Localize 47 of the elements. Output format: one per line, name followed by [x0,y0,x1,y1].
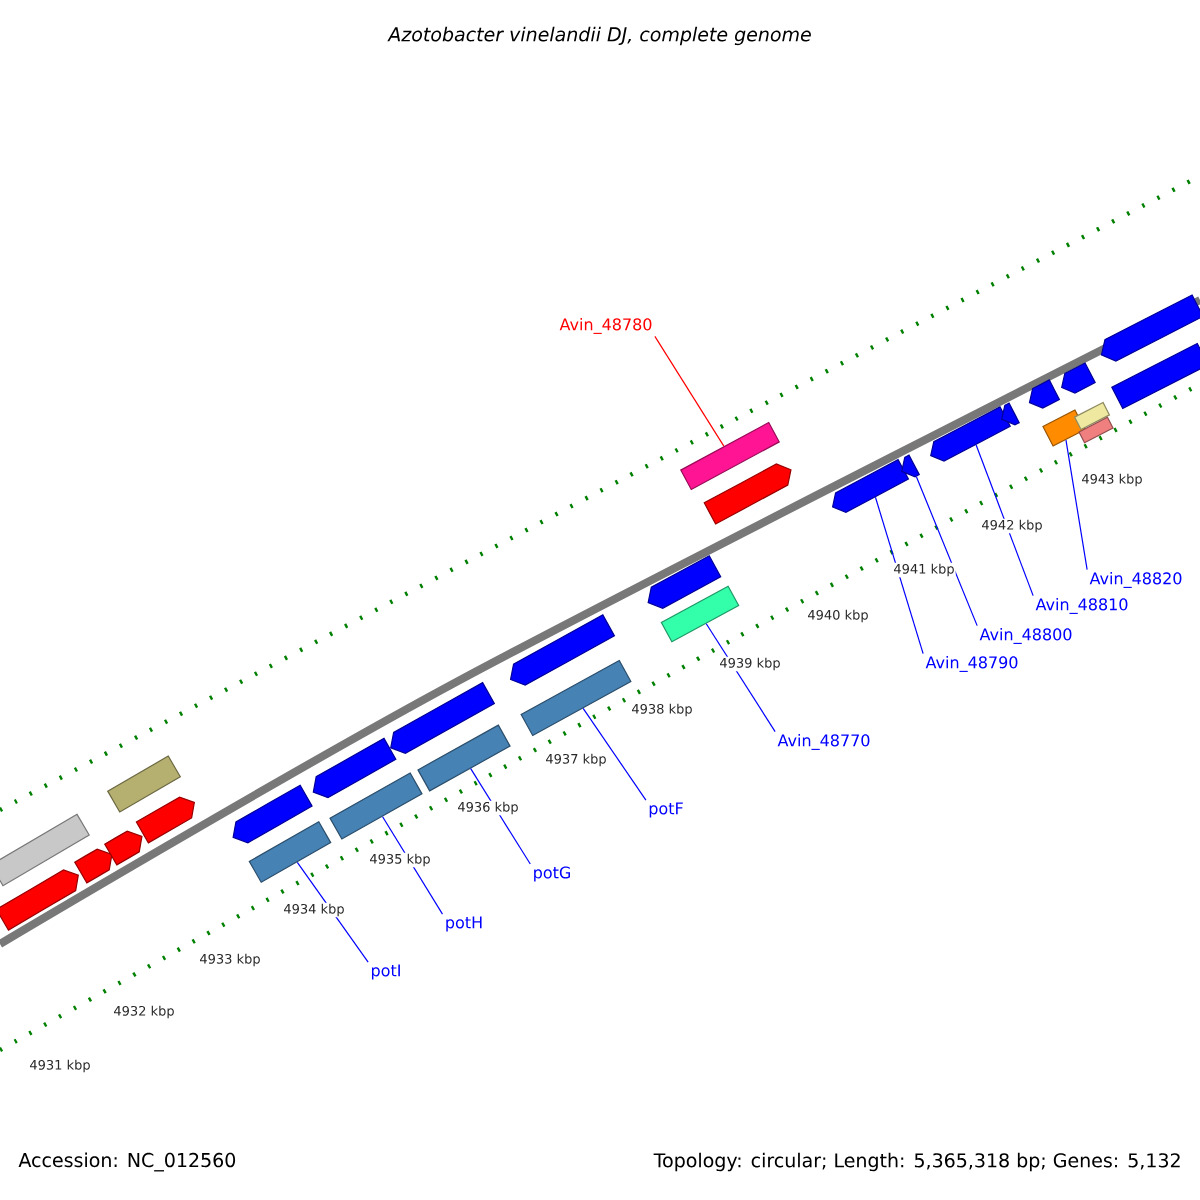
gene-bar [0,813,90,887]
gene-feature [1001,402,1020,426]
gene-label: potH [446,916,482,932]
gene-feature [232,784,313,844]
gene-feature [390,681,496,754]
leader-line [915,476,978,627]
leader-line [382,816,444,915]
gene-label: potI [372,964,400,980]
leader-line [654,335,725,447]
gene-feature [135,796,195,844]
gene-label: Avin_48770 [777,734,870,750]
gene-label: potG [534,866,570,882]
leader-line [1065,439,1088,571]
leader-line [705,623,776,733]
footer-text: Accession: NC_012560 [18,1152,236,1172]
gene-feature [930,406,1012,462]
gene-bar [1042,409,1086,447]
gene-label: Avin_48810 [1035,598,1128,614]
gene-feature [509,614,616,686]
title: Azotobacter vinelandii DJ, complete genome [387,26,811,46]
gene-label: Avin_48820 [1089,572,1182,588]
gene-feature [1100,294,1200,362]
gene-bar [1073,401,1111,431]
gene-feature [647,554,722,609]
gene-feature [901,454,921,478]
leader-line [582,707,647,801]
footer-text: Topology: circular; Length: 5,365,318 bp; Genes: 5,132 [653,1152,1180,1172]
gene-label: Avin_48780 [559,318,652,334]
gene-bar [329,772,423,840]
gene-feature [703,463,792,525]
leader-line [296,861,369,963]
gene-feature [831,458,910,513]
leader-line [874,496,924,655]
gene-bar [417,724,511,792]
gene-label: Avin_48800 [979,628,1072,644]
gene-label: Avin_48790 [925,656,1018,672]
gene-feature [1028,379,1061,409]
gene-label: potF [649,802,683,818]
gene-bar [660,585,740,643]
gene-feature [1061,362,1096,394]
gene-feature [312,737,397,799]
gene-bar [520,659,632,737]
gene-feature [0,869,79,931]
leader-line [470,768,531,865]
gene-bar [1078,416,1114,444]
gene-bar [1111,342,1200,410]
leader-line [975,444,1034,597]
